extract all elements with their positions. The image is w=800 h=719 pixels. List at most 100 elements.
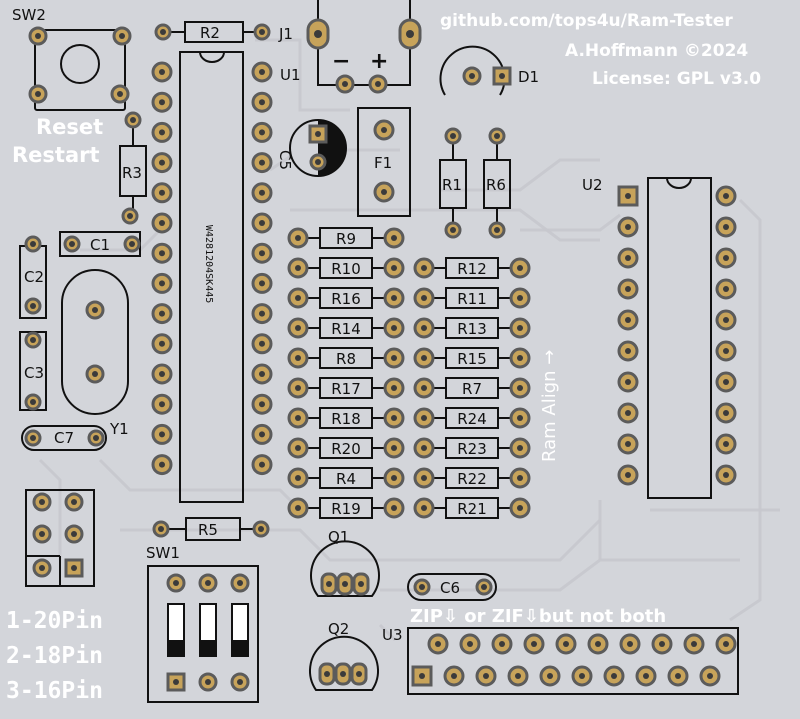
- ref-r1: R1: [442, 176, 462, 194]
- resistor-pad: [509, 377, 531, 399]
- ref-r19: R19: [331, 500, 361, 518]
- u3-pin: [699, 665, 721, 687]
- ref-r24: R24: [457, 410, 487, 428]
- u3-pin: [683, 633, 705, 655]
- ref-r10: R10: [331, 260, 361, 278]
- u2-pin: [617, 185, 639, 207]
- u2-pin: [715, 371, 737, 393]
- u1-pin: [251, 363, 273, 385]
- ref-sw2: SW2: [12, 6, 46, 24]
- resistor-pad: [383, 497, 405, 519]
- u3-pin: [635, 665, 657, 687]
- resistor-pad: [383, 287, 405, 309]
- resistor-pad: [509, 407, 531, 429]
- resistor-pad: [509, 467, 531, 489]
- u2-pin: [617, 433, 639, 455]
- u2-pin: [617, 216, 639, 238]
- ref-c3: C3: [24, 364, 44, 382]
- u3-pin: [427, 633, 449, 655]
- u3-pin: [475, 665, 497, 687]
- u1-pin: [151, 393, 173, 415]
- ref-f1: F1: [374, 154, 392, 172]
- u1-pin: [251, 242, 273, 264]
- zip-zif-note: ZIP⇩ or ZIF⇩but not both: [410, 606, 666, 627]
- u2-right-pins: [715, 185, 737, 486]
- u1-pin: [151, 152, 173, 174]
- resistor-r10: R10: [287, 257, 405, 279]
- u3-pin: [459, 633, 481, 655]
- u3-pin: [411, 665, 433, 687]
- resistor-pad: [413, 287, 435, 309]
- resistor-r13: R13: [413, 317, 531, 339]
- u2-pin: [715, 340, 737, 362]
- resistor-pad: [413, 377, 435, 399]
- ref-c7: C7: [54, 429, 74, 447]
- capacitor-c7: [21, 425, 107, 451]
- u3-pin: [619, 633, 641, 655]
- u1-pin: [251, 454, 273, 476]
- resistor-r16: R16: [287, 287, 405, 309]
- ref-r8: R8: [336, 350, 356, 368]
- u1-pin: [151, 303, 173, 325]
- u3-pin: [539, 665, 561, 687]
- u2-pin: [715, 464, 737, 486]
- resistor-pad: [287, 377, 309, 399]
- ref-r21: R21: [457, 500, 487, 518]
- resistor-pad: [509, 317, 531, 339]
- pin-select-18: 2-18Pin: [6, 643, 103, 669]
- ref-r9: R9: [336, 230, 356, 248]
- u2-pin: [715, 185, 737, 207]
- u2-pin: [715, 216, 737, 238]
- u3-pin: [491, 633, 513, 655]
- ref-sw1: SW1: [146, 544, 180, 562]
- u2-pin: [715, 309, 737, 331]
- ref-r17: R17: [331, 380, 361, 398]
- resistor-pad: [287, 437, 309, 459]
- capacitor-c2: [19, 235, 47, 319]
- u3-pin: [603, 665, 625, 687]
- ref-plus: +: [370, 49, 388, 74]
- u1-pin: [251, 272, 273, 294]
- resistor-pad: [413, 497, 435, 519]
- u2-pin: [617, 340, 639, 362]
- resistor-pad: [287, 257, 309, 279]
- capacitor-c3: [19, 331, 47, 411]
- u1-pin: [251, 393, 273, 415]
- u3-pin: [587, 633, 609, 655]
- ref-y1: Y1: [109, 420, 129, 438]
- resistor-r4: R4: [287, 467, 405, 489]
- resistor-r21: R21: [413, 497, 531, 519]
- resistor-pad: [413, 467, 435, 489]
- resistor-r15: R15: [413, 347, 531, 369]
- u2-pin: [617, 464, 639, 486]
- u3-pin: [571, 665, 593, 687]
- ref-r16: R16: [331, 290, 361, 308]
- resistor-r7: R7: [413, 377, 531, 399]
- u3-pin: [667, 665, 689, 687]
- u1-pin: [151, 91, 173, 113]
- resistor-pad: [413, 317, 435, 339]
- ref-r3: R3: [122, 164, 142, 182]
- ref-r18: R18: [331, 410, 361, 428]
- u1-pin: [151, 423, 173, 445]
- u2-pin: [715, 402, 737, 424]
- u1-pin: [251, 121, 273, 143]
- pin-select-20: 1-20Pin: [6, 608, 103, 634]
- u2-pin: [715, 433, 737, 455]
- u1-pin: [151, 333, 173, 355]
- resistor-r20: R20: [287, 437, 405, 459]
- resistor-r23: R23: [413, 437, 531, 459]
- u2-ram-socket: [647, 177, 712, 499]
- dip-switch-sw1: [147, 565, 259, 703]
- reset-label: Reset: [36, 115, 103, 139]
- ref-q1: Q1: [328, 528, 349, 546]
- ref-r5: R5: [198, 521, 218, 539]
- ref-q2: Q2: [328, 620, 349, 638]
- ref-r13: R13: [457, 320, 487, 338]
- resistor-r18: R18: [287, 407, 405, 429]
- resistor-pad: [509, 347, 531, 369]
- resistor-pad: [509, 437, 531, 459]
- resistor-pad: [383, 347, 405, 369]
- resistor-r22: R22: [413, 467, 531, 489]
